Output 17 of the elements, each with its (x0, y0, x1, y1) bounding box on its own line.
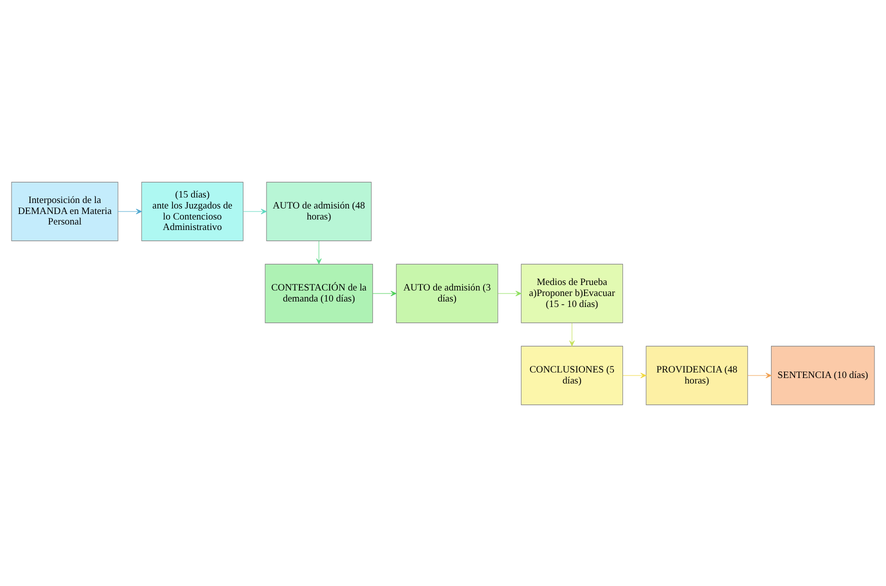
arrow (372, 290, 397, 296)
arrow (118, 208, 142, 214)
node-box: PROVIDENCIA (48 horas) (646, 345, 748, 405)
node-box: (15 días) ante los Juzgados de lo Contencioso Administrativo (141, 181, 244, 241)
arrow (569, 322, 575, 346)
arrow (316, 240, 322, 264)
node-box: SENTENCIA (10 días) (771, 345, 875, 405)
arrow (748, 372, 772, 378)
node-box: CONTESTACIÓN de la demanda (10 días) (264, 263, 373, 323)
arrow (498, 290, 522, 296)
node-box: CONCLUSIONES (5 días) (520, 345, 624, 405)
node-box: AUTO de admisión (3 días) (396, 263, 498, 323)
node-box: AUTO de admisión (48 horas) (266, 181, 372, 241)
arrow (243, 208, 267, 214)
node-box: Interposición de la DEMANDA en Materia Personal (11, 181, 118, 241)
arrow (622, 372, 646, 378)
node-box: Medios de Prueba a)Proponer b)Evacuar (15 - 10 días) (520, 263, 624, 323)
